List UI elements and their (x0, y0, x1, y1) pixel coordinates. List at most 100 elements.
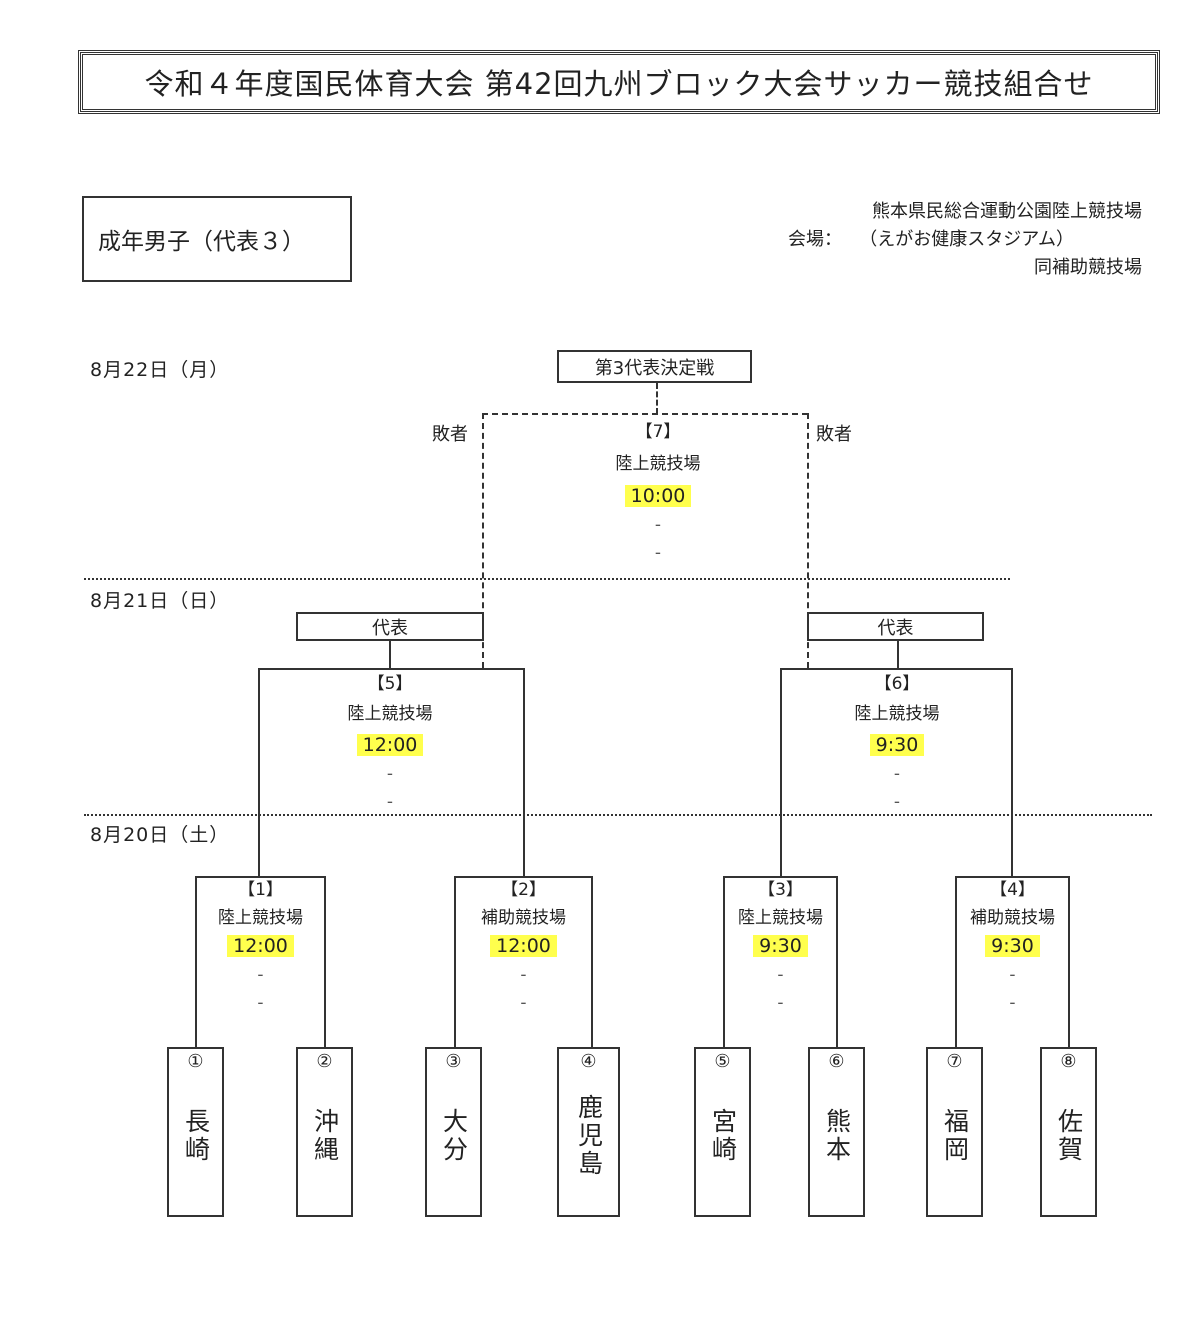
match-time: 12:00 (356, 734, 424, 756)
rep-box-right: 代表 (807, 612, 984, 641)
connector (656, 383, 658, 414)
team-number: ⑤ (714, 1051, 731, 1072)
connector (1011, 668, 1013, 877)
match-2: 【2】 補助競技場 12:00 - - (454, 876, 593, 1017)
match-number: 【2】 (501, 880, 546, 900)
match-score: - (520, 965, 527, 985)
connector (523, 668, 525, 877)
team-number: ⑦ (946, 1051, 963, 1072)
page-title: 令和４年度国民体育大会 第42回九州ブロック大会サッカー競技組合せ (78, 50, 1160, 114)
third-place-label: 第3代表決定戦 (594, 357, 715, 379)
match-score: - (386, 792, 394, 812)
match-time: 9:30 (869, 734, 925, 756)
match-score: - (1009, 993, 1016, 1013)
connector (258, 668, 260, 877)
connector (591, 876, 593, 1048)
team-box: ① 長崎 (167, 1047, 224, 1217)
team-name: 福岡 (940, 1108, 970, 1164)
match-time: 9:30 (753, 935, 808, 957)
connector (723, 876, 838, 878)
match-score: - (777, 993, 784, 1013)
connector (955, 876, 957, 1048)
match-score: - (1009, 965, 1016, 985)
date-day3: 8月22日（月） (90, 359, 230, 381)
match-score: - (654, 543, 662, 563)
team-number: ① (187, 1051, 204, 1072)
connector (482, 413, 484, 668)
team-box: ④ 鹿児島 (557, 1047, 620, 1217)
match-number: 【7】 (635, 422, 681, 442)
date-day1: 8月20日（土） (90, 824, 230, 846)
team-box: ③ 大分 (425, 1047, 482, 1217)
connector (454, 876, 593, 878)
team-box: ⑦ 福岡 (926, 1047, 983, 1217)
match-time: 10:00 (624, 485, 692, 507)
match-7: 【7】 陸上競技場 10:00 - - (560, 418, 756, 567)
match-venue: 補助競技場 (970, 908, 1055, 928)
match-number: 【1】 (238, 880, 283, 900)
day-separator-1 (84, 578, 1010, 580)
match-number: 【6】 (874, 674, 920, 694)
match-venue: 陸上競技場 (347, 704, 433, 724)
venue-label: 会場： (788, 229, 842, 250)
connector (897, 641, 899, 669)
match-time: 9:30 (985, 935, 1040, 957)
team-number: ④ (580, 1051, 597, 1072)
loser-label-left: 敗者 (432, 424, 468, 445)
connector (780, 668, 782, 877)
match-score: - (257, 993, 264, 1013)
match-score: - (520, 993, 527, 1013)
match-time: 12:00 (490, 935, 557, 957)
connector (195, 876, 197, 1048)
team-name: 宮崎 (708, 1108, 738, 1164)
match-venue: 陸上競技場 (738, 908, 823, 928)
match-venue: 陸上競技場 (218, 908, 303, 928)
team-box: ⑧ 佐賀 (1040, 1047, 1097, 1217)
match-1: 【1】 陸上競技場 12:00 - - (195, 876, 326, 1017)
match-6: 【6】 陸上競技場 9:30 - - (797, 670, 997, 816)
team-name: 佐賀 (1054, 1108, 1084, 1164)
rep-box-left: 代表 (296, 612, 484, 641)
match-score: - (777, 965, 784, 985)
venue-block: 熊本県民総合運動公園陸上競技場 会場： （えがお健康スタジアム） 同補助競技場 (700, 198, 1142, 282)
match-score: - (654, 515, 662, 535)
rep-label: 代表 (372, 617, 408, 639)
team-box: ② 沖縄 (296, 1047, 353, 1217)
day-separator-2 (84, 814, 1152, 816)
connector (258, 668, 525, 670)
third-place-box: 第3代表決定戦 (557, 350, 752, 383)
team-number: ⑧ (1060, 1051, 1077, 1072)
connector (195, 876, 326, 878)
connector (324, 876, 326, 1048)
match-score: - (893, 764, 901, 784)
match-5: 【5】 陸上競技場 12:00 - - (290, 670, 490, 816)
rep-label: 代表 (877, 617, 914, 639)
venue-line-3: 同補助競技場 (1034, 257, 1142, 278)
connector (955, 876, 1070, 878)
team-box: ⑤ 宮崎 (694, 1047, 751, 1217)
match-score: - (257, 965, 264, 985)
loser-label-right: 敗者 (816, 424, 852, 445)
category-label: 成年男子（代表３） (98, 229, 305, 255)
connector (780, 668, 1013, 670)
team-name: 熊本 (822, 1108, 852, 1164)
connector (389, 641, 391, 669)
match-venue: 陸上競技場 (854, 704, 940, 724)
connector (807, 413, 809, 668)
match-venue: 補助競技場 (481, 908, 566, 928)
date-day2: 8月21日（日） (90, 590, 230, 612)
match-number: 【3】 (758, 880, 803, 900)
team-number: ⑥ (828, 1051, 845, 1072)
connector (836, 876, 838, 1048)
venue-line-2-row: 会場： （えがお健康スタジアム） (700, 226, 1142, 254)
connector (1068, 876, 1070, 1048)
match-time: 12:00 (227, 935, 294, 957)
team-number: ③ (445, 1051, 462, 1072)
team-name: 鹿児島 (574, 1094, 604, 1178)
venue-line-2: （えがお健康スタジアム） (859, 229, 1074, 250)
match-number: 【4】 (990, 880, 1035, 900)
connector (723, 876, 725, 1048)
match-score: - (386, 764, 394, 784)
connector (482, 413, 808, 415)
team-box: ⑥ 熊本 (808, 1047, 865, 1217)
